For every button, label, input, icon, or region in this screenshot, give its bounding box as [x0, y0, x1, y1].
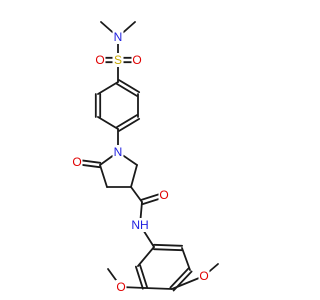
sulfonyl-oxygen-left-bg: [94, 53, 106, 67]
sulfonyl-oxygen-right: O: [132, 53, 141, 67]
bond-aryl-1-a: [115, 82, 138, 97]
methoxy-oxygen-4-bg: [198, 269, 210, 283]
methoxy-oxygen-3-bg: [115, 280, 127, 294]
pyrrolidine-nitrogen-bg: [112, 145, 124, 159]
lactam-oxygen: O: [72, 155, 81, 169]
bond-aryl-3-a: [115, 114, 138, 129]
bond-benz-5-b: [135, 265, 144, 290]
amide-nh: NH: [131, 218, 148, 232]
bond-ring-4: [130, 164, 138, 188]
amide-nh-bg: [130, 218, 150, 232]
bond-benz-5-a: [139, 264, 148, 289]
methoxy-oxygen-3: O: [116, 280, 125, 294]
bond-aryl-1-b: [118, 79, 141, 94]
pyrrolidine-nitrogen: N: [114, 145, 123, 159]
bond-ring-amide: [130, 186, 143, 203]
bond-ring-2: [99, 164, 108, 188]
sulfonamide-nitrogen: N: [114, 30, 123, 44]
bond-benz-6: [137, 246, 155, 267]
bond-aryl-3-b: [118, 117, 141, 132]
bond-benz-1-b: [153, 243, 183, 247]
amide-oxygen: O: [159, 188, 168, 202]
sulfonamide-nitrogen-bg: [112, 30, 124, 44]
bond-aryl-6: [97, 81, 119, 95]
bond-benz-4: [144, 287, 173, 290]
sulfonyl-oxygen-left: O: [95, 53, 104, 67]
sulfur-atom: S: [114, 53, 122, 67]
bond-benz-2: [181, 247, 191, 271]
amide-oxygen-bg: [158, 188, 170, 202]
sulfur-atom-bg: [112, 53, 124, 67]
bond-aryl-4: [97, 116, 119, 130]
lactam-oxygen-bg: [71, 155, 83, 169]
sulfonyl-oxygen-right-bg: [131, 53, 143, 67]
methoxy-oxygen-4: O: [199, 269, 208, 283]
bond-benz-3-a: [169, 267, 190, 289]
bond-benz-1-a: [153, 248, 183, 252]
